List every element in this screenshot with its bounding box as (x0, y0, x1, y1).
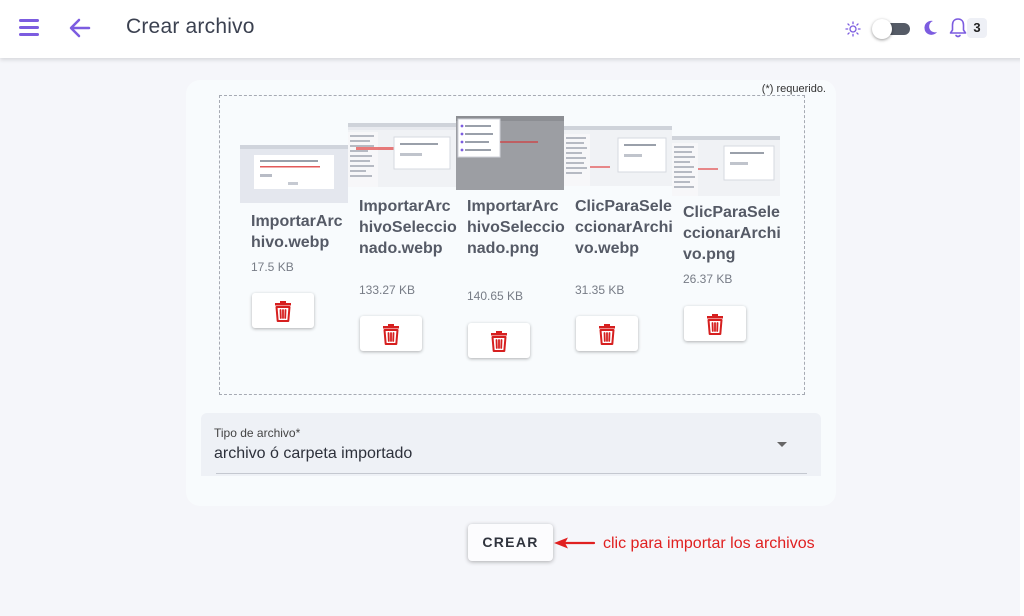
file-name: ClicParaSeleccionarArchivo.png (683, 204, 781, 263)
bell-icon[interactable] (948, 17, 968, 39)
toggle-knob (872, 19, 892, 39)
trash-icon (599, 323, 615, 345)
file-name: ImportarArchivoSeleccionado.webp (359, 198, 457, 257)
delete-file-button[interactable] (252, 293, 314, 328)
dropdown-arrow-icon (777, 442, 787, 447)
delete-file-button[interactable] (684, 306, 746, 341)
file-name: ClicParaSeleccionarArchivo.webp (575, 198, 673, 257)
menu-icon[interactable] (19, 19, 39, 37)
notification-badge: 3 (967, 18, 987, 38)
trash-icon (491, 330, 507, 352)
file-thumbnail (672, 136, 780, 196)
file-dropzone[interactable]: ImportarArchivo.webp 17.5 KB (219, 95, 805, 395)
create-file-card: (*) requerido. ImportarArchivo.webp 17.5… (186, 80, 836, 506)
file-thumbnail (348, 123, 456, 187)
select-underline (216, 473, 807, 474)
trash-icon (383, 323, 399, 345)
file-size: 31.35 KB (575, 283, 625, 297)
trash-icon (275, 300, 291, 322)
delete-file-button[interactable] (468, 323, 530, 358)
annotation-arrow-icon (554, 536, 596, 550)
create-button[interactable]: CREAR (468, 524, 553, 561)
file-type-value: archivo ó carpeta importado (214, 445, 413, 462)
required-note: (*) requerido. (761, 83, 826, 95)
top-app-bar: Crear archivo 3 (0, 0, 1024, 58)
file-size: 17.5 KB (251, 260, 294, 274)
page-title: Crear archivo (126, 15, 255, 38)
file-name: ImportarArchivoSeleccionado.png (467, 198, 565, 257)
file-size: 26.37 KB (683, 272, 733, 286)
file-thumbnail (240, 145, 348, 203)
back-arrow-icon[interactable] (68, 17, 92, 39)
theme-toggle[interactable] (872, 19, 912, 39)
delete-file-button[interactable] (576, 316, 638, 351)
file-name: ImportarArchivo.webp (251, 213, 343, 251)
file-type-select[interactable]: Tipo de archivo* archivo ó carpeta impor… (201, 413, 821, 476)
file-type-label: Tipo de archivo* (214, 426, 301, 440)
file-thumbnail (456, 116, 564, 190)
file-size: 140.65 KB (467, 289, 524, 303)
file-thumbnail (564, 126, 672, 186)
file-size: 133.27 KB (359, 283, 416, 297)
moon-icon (921, 19, 939, 37)
page-edge (1020, 58, 1024, 616)
sun-icon (845, 21, 861, 37)
delete-file-button[interactable] (360, 316, 422, 351)
trash-icon (707, 313, 723, 335)
annotation-text: clic para importar los archivos (603, 535, 815, 552)
